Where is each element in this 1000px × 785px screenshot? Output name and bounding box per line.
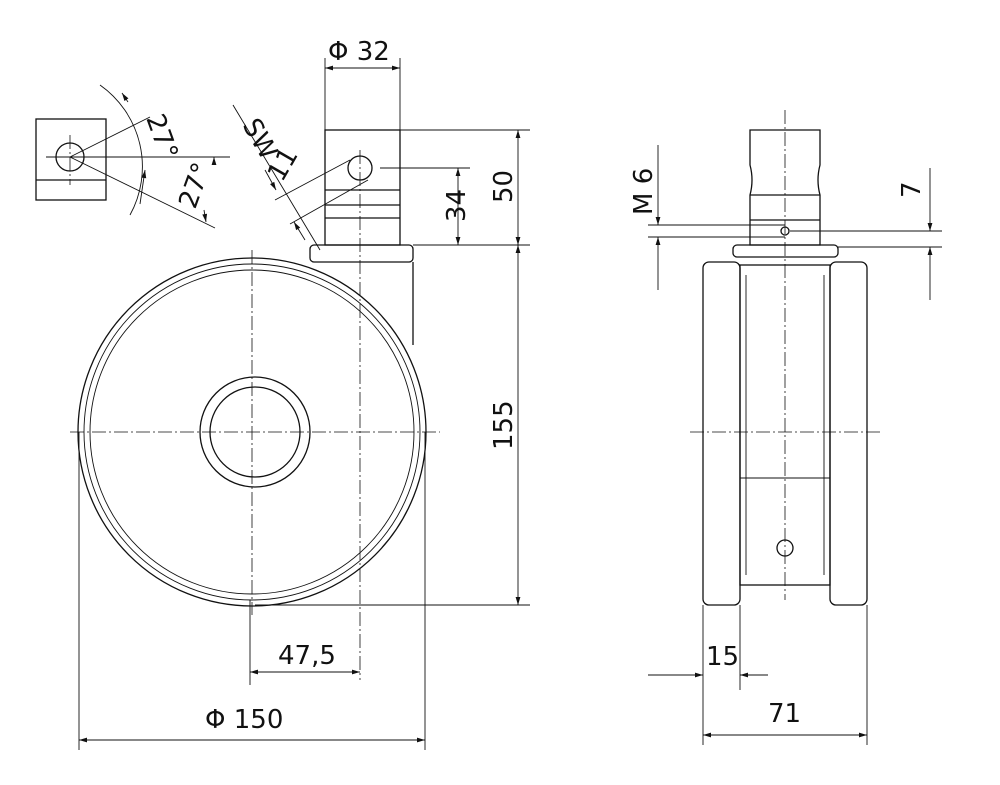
wheel-width-label: 71 (768, 699, 801, 729)
front-view: SW 11 Φ 32 34 50 155 47,5 Φ 150 (70, 37, 530, 750)
hole-height-label: 34 (442, 189, 472, 222)
stem-diameter-label: Φ 32 (328, 37, 390, 67)
wheel-diameter-label: Φ 150 (205, 705, 283, 735)
thread-offset-label: 7 (897, 181, 927, 198)
offset-label: 47,5 (278, 641, 336, 671)
angle-lower-label: 27° (173, 159, 217, 213)
total-height-label: 155 (489, 400, 519, 450)
thread-label: M 6 (629, 168, 659, 215)
angle-upper-label: 27° (139, 110, 183, 164)
tread-width-label: 15 (706, 642, 739, 672)
side-view: M 6 7 15 71 (629, 110, 942, 745)
stem-height-label: 50 (489, 170, 519, 203)
stem-top-detail: 27° 27° (35, 84, 230, 229)
